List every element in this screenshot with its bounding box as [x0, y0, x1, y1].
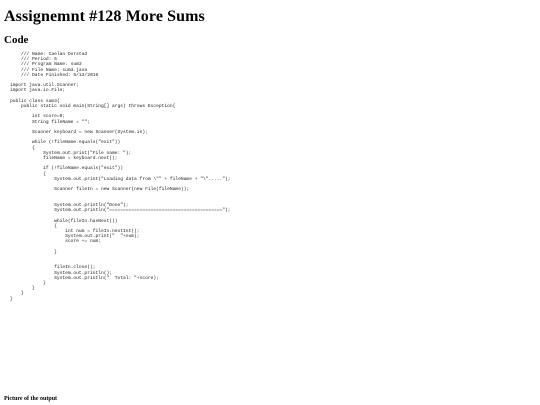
code-line: System.out.println();: [10, 270, 112, 276]
code-line: /// Period: 6: [10, 57, 57, 63]
code-line: System.out.print("File name: ");: [10, 150, 132, 156]
code-line: String fileName = "";: [10, 119, 90, 125]
code-line: }: [10, 291, 24, 297]
code-line: {: [10, 171, 46, 177]
code-line: }: [10, 296, 13, 302]
code-line: public static void main(String[] args) t…: [10, 104, 176, 110]
code-line: int num = fileIn.nextInt();: [10, 228, 140, 234]
code-line: System.out.println(" Total: "+score);: [10, 275, 159, 281]
code-line: System.out.print("Loading data from \"" …: [10, 176, 231, 182]
page-title: Assignemnt #128 More Sums: [4, 8, 205, 25]
code-line: /// Date Finished: 5/13/2016: [10, 72, 99, 78]
code-line: if (!fileName.equals("exit")): [10, 166, 124, 172]
code-line: System.out.println("====================…: [10, 208, 231, 214]
code-line: Scanner fileIn = new Scanner(new File(fi…: [10, 187, 190, 193]
code-line: System.out.println("Done");: [10, 202, 129, 208]
code-block: /// Name: Caelan Dorstad /// Period: 6 /…: [10, 52, 231, 302]
code-line: {: [10, 145, 35, 151]
code-heading: Code: [4, 34, 29, 46]
code-line: }: [10, 249, 57, 255]
code-line: import java.util.Scanner;: [10, 83, 79, 89]
code-line: while (!fileName.equals("exit")): [10, 140, 121, 146]
code-line: System.out.print(" "+num);: [10, 234, 140, 240]
code-line: }: [10, 280, 46, 286]
code-line: int score=0;: [10, 114, 66, 120]
code-line: score += num;: [10, 239, 101, 245]
code-line: public class sum3{: [10, 98, 60, 104]
code-line: }: [10, 286, 35, 292]
code-line: while(fileIn.hasNext()): [10, 218, 118, 224]
code-line: Scanner keyboard = new Scanner(System.in…: [10, 130, 148, 136]
code-line: fileName = keyboard.next();: [10, 156, 118, 162]
code-line: /// Name: Caelan Dorstad: [10, 52, 88, 57]
code-line: /// File Name: sum3.java: [10, 67, 88, 73]
code-line: {: [10, 223, 57, 229]
code-line: /// Program Name: sum3: [10, 62, 82, 68]
code-line: fileIn.close();: [10, 265, 96, 271]
output-heading: Picture of the output: [4, 396, 58, 402]
code-line: import java.io.File;: [10, 88, 66, 94]
